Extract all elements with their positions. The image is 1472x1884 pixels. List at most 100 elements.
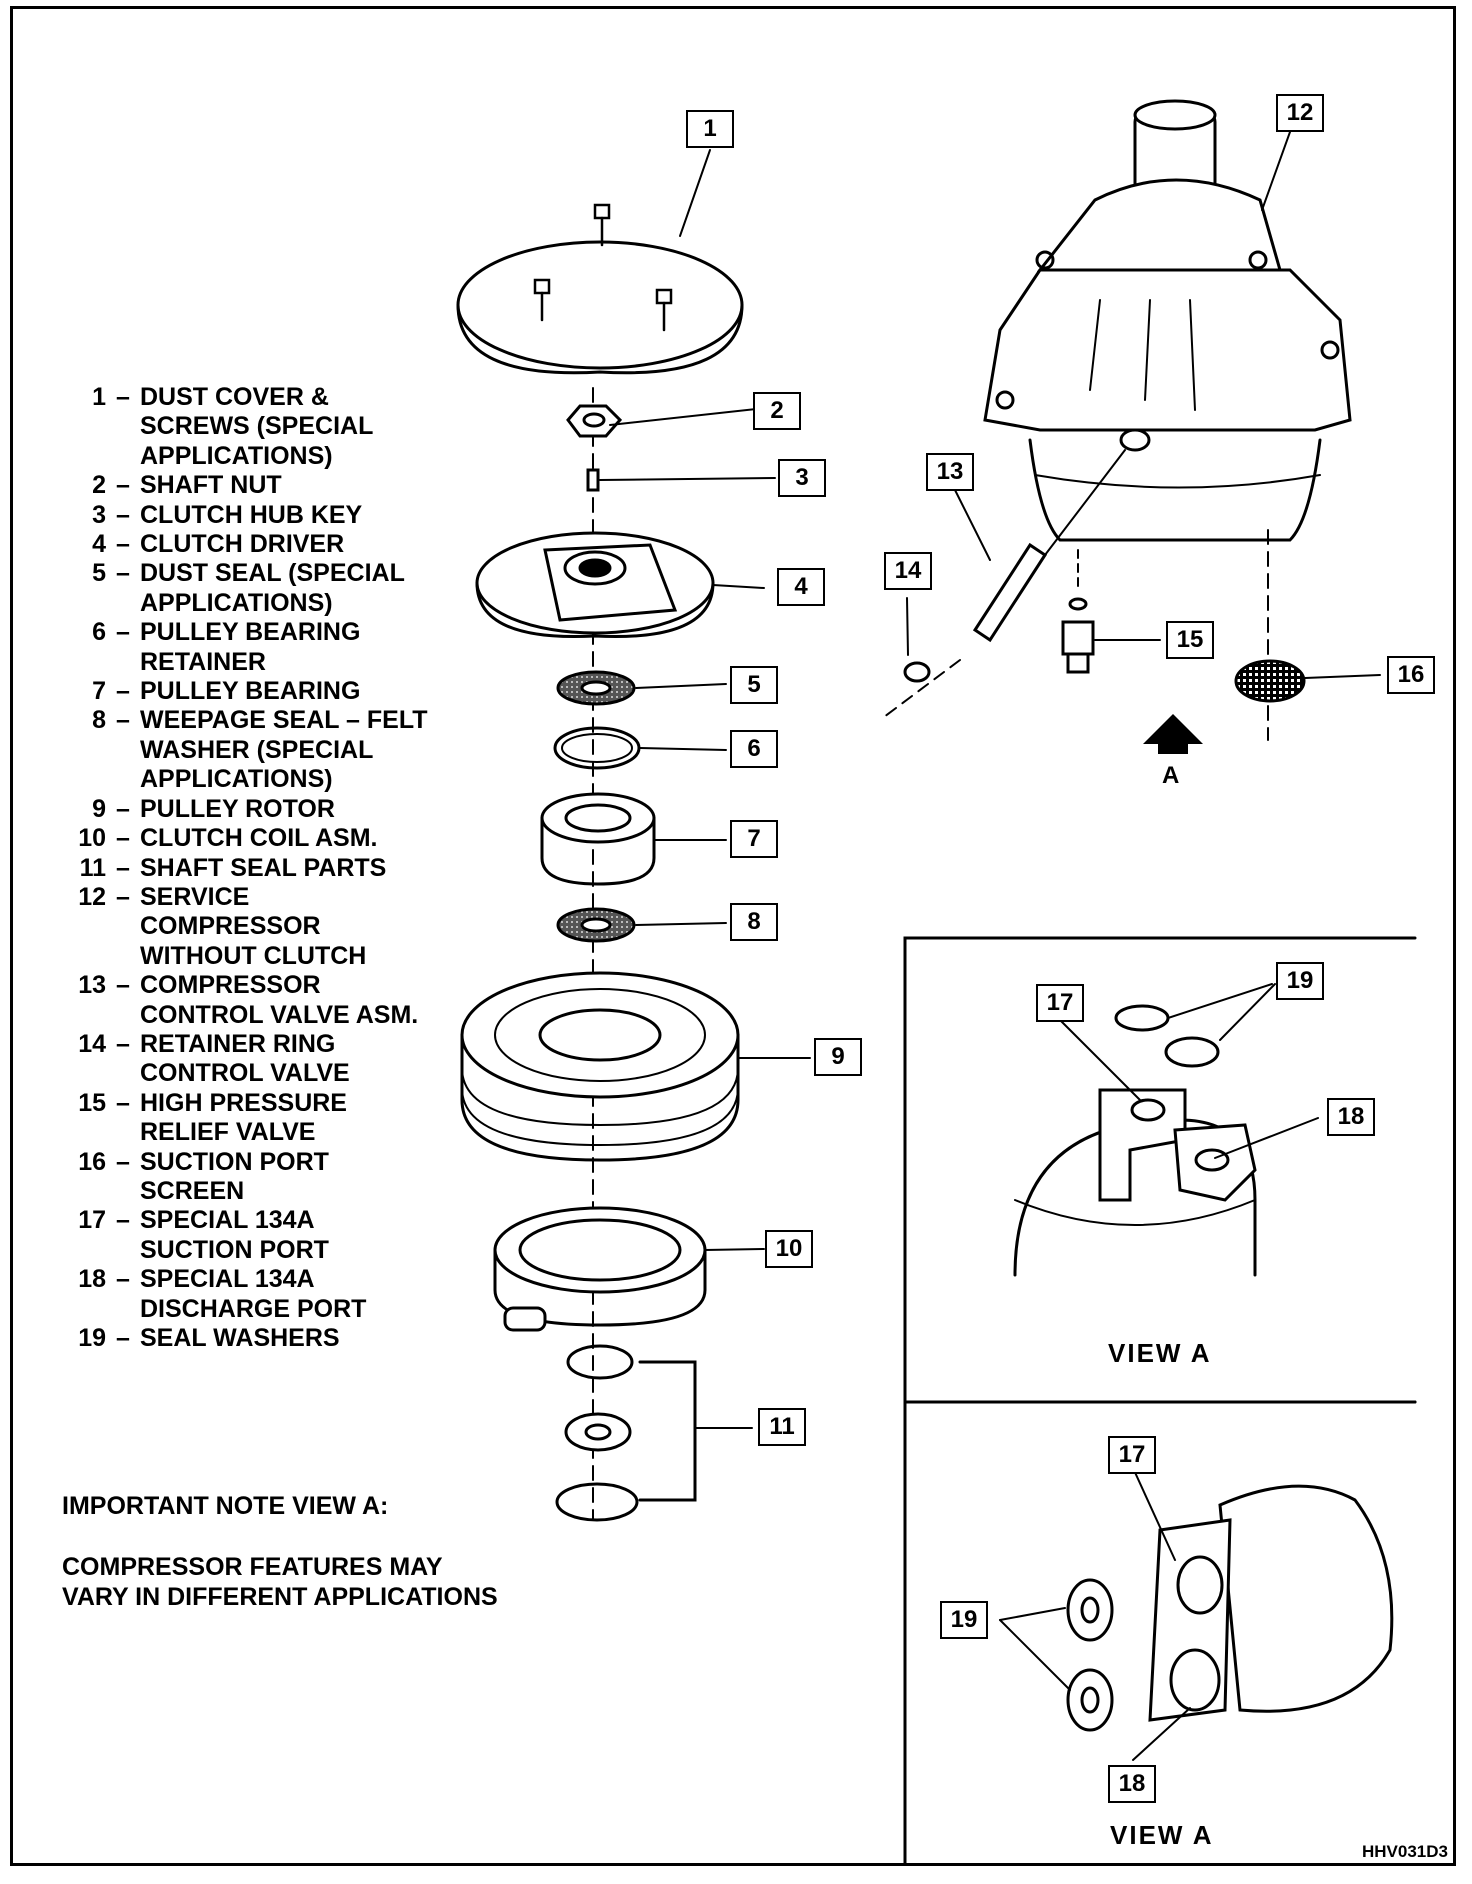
weepage-seal (556, 907, 636, 943)
leader-lines (599, 117, 1381, 1761)
legend-dash: – (116, 1088, 130, 1117)
legend-text: CONTROL VALVE ASM. (140, 1000, 419, 1029)
retainer-ring (903, 661, 931, 683)
pulley-bearing-retainer (553, 726, 641, 770)
note-line: COMPRESSOR FEATURES MAY (62, 1553, 443, 1581)
legend-number: 3 (92, 500, 106, 529)
legend-item: 1–DUST COVER & (64, 383, 484, 412)
legend-dash: – (116, 706, 130, 735)
legend-text: COMPRESSOR (140, 912, 321, 941)
view-a-side-detail (1066, 1484, 1394, 1732)
legend-text: WASHER (SPECIAL (140, 735, 374, 764)
legend-item-continued: SCREEN (64, 1177, 484, 1206)
legend-text: PULLEY BEARING (140, 677, 361, 706)
callout-10: 10 (765, 1230, 813, 1268)
legend-number: 1 (92, 383, 106, 411)
legend-item: 3–CLUTCH HUB KEY (64, 501, 484, 530)
legend-item: 16–SUCTION PORT (64, 1148, 484, 1177)
legend-item: 8–WEEPAGE SEAL – FELT (64, 706, 484, 735)
legend-text: SUCTION PORT (140, 1147, 329, 1176)
legend-number: 14 (78, 1029, 106, 1058)
legend-item: 5–DUST SEAL (SPECIAL (64, 559, 484, 588)
callout-4: 4 (777, 568, 825, 606)
legend-dash: – (116, 1324, 130, 1352)
legend-number: 10 (78, 824, 106, 853)
legend-text: CLUTCH HUB KEY (140, 500, 363, 529)
legend-text: PULLEY ROTOR (140, 794, 335, 823)
pulley-bearing (540, 792, 656, 886)
legend-item-continued: APPLICATIONS) (64, 765, 484, 794)
legend-dash: – (116, 618, 130, 647)
legend-text: CLUTCH COIL ASM. (140, 824, 378, 853)
legend-number: 15 (78, 1088, 106, 1117)
relief-valve (1061, 597, 1095, 674)
legend-number: 11 (79, 853, 106, 882)
legend-item-continued: APPLICATIONS) (64, 589, 484, 618)
legend-text: SERVICE (140, 882, 250, 911)
legend-text: SEAL WASHERS (140, 1324, 340, 1352)
legend-text: RETAINER (140, 647, 266, 676)
legend-item: 9–PULLEY ROTOR (64, 795, 484, 824)
legend-item-continued: CONTROL VALVE ASM. (64, 1001, 484, 1030)
legend-text: RELIEF VALVE (140, 1118, 316, 1147)
callout-6: 6 (730, 730, 778, 768)
view-a-arrow (1143, 714, 1203, 754)
callout-14: 14 (884, 552, 932, 590)
callout-12: 12 (1276, 94, 1324, 132)
legend-text: CONTROL VALVE (140, 1059, 350, 1088)
callout-16: 16 (1387, 656, 1435, 694)
legend-item: 12–SERVICE (64, 883, 484, 912)
legend-number: 2 (92, 471, 106, 500)
legend-item: 10–CLUTCH COIL ASM. (64, 824, 484, 853)
legend-dash: – (116, 559, 130, 588)
note-title: IMPORTANT NOTE VIEW A: (62, 1492, 389, 1520)
callout-5: 5 (730, 666, 778, 704)
view-a-label: VIEW A (1110, 1820, 1214, 1850)
legend-item: 11–SHAFT SEAL PARTS (64, 854, 484, 883)
callout-17: 17 (1036, 984, 1084, 1022)
view-direction-label: A (1162, 762, 1180, 789)
shaft-nut (566, 404, 623, 438)
legend-text: HIGH PRESSURE (140, 1088, 347, 1117)
legend-text: APPLICATIONS) (140, 765, 333, 794)
legend-item: 17–SPECIAL 134A (64, 1206, 484, 1235)
legend-number: 19 (78, 1324, 106, 1352)
legend-item-continued: WITHOUT CLUTCH (64, 942, 484, 971)
callout-19: 19 (1276, 962, 1324, 1000)
legend-item: 2–SHAFT NUT (64, 471, 484, 500)
legend-dash: – (116, 882, 130, 911)
legend-text: COMPRESSOR (140, 971, 321, 1000)
legend-item: 7–PULLEY BEARING (64, 677, 484, 706)
shaft-seal-parts (555, 1344, 697, 1522)
legend-item: 4–CLUTCH DRIVER (64, 530, 484, 559)
legend-dash: – (116, 1147, 130, 1176)
legend-item-continued: APPLICATIONS) (64, 442, 484, 471)
legend-item: 15–HIGH PRESSURE (64, 1089, 484, 1118)
callout-7: 7 (730, 820, 778, 858)
legend-item-continued: SCREWS (SPECIAL (64, 412, 484, 441)
legend-item: 14–RETAINER RING (64, 1030, 484, 1059)
legend-number: 12 (78, 882, 106, 911)
legend-item-continued: COMPRESSOR (64, 912, 484, 941)
legend-number: 7 (92, 677, 106, 706)
control-valve (972, 449, 1126, 643)
pulley-rotor (460, 971, 740, 1162)
legend-item: 19–SEAL WASHERS (64, 1324, 484, 1353)
callout-8: 8 (730, 903, 778, 941)
legend-number: 18 (78, 1265, 106, 1294)
legend-text: CLUTCH DRIVER (140, 530, 345, 559)
legend-dash: – (116, 383, 130, 411)
legend-item-continued: DISCHARGE PORT (64, 1295, 484, 1324)
legend-number: 5 (92, 559, 106, 588)
callout-1: 1 (686, 110, 734, 148)
legend-dash: – (116, 1029, 130, 1058)
callout-9: 9 (814, 1038, 862, 1076)
callout-13: 13 (926, 453, 974, 491)
callout-15: 15 (1166, 621, 1214, 659)
legend-text: WEEPAGE SEAL – FELT (140, 706, 428, 735)
legend-item-continued: RETAINER (64, 648, 484, 677)
legend-item-continued: CONTROL VALVE (64, 1059, 484, 1088)
clutch-coil (493, 1206, 707, 1332)
legend-number: 16 (78, 1147, 106, 1176)
